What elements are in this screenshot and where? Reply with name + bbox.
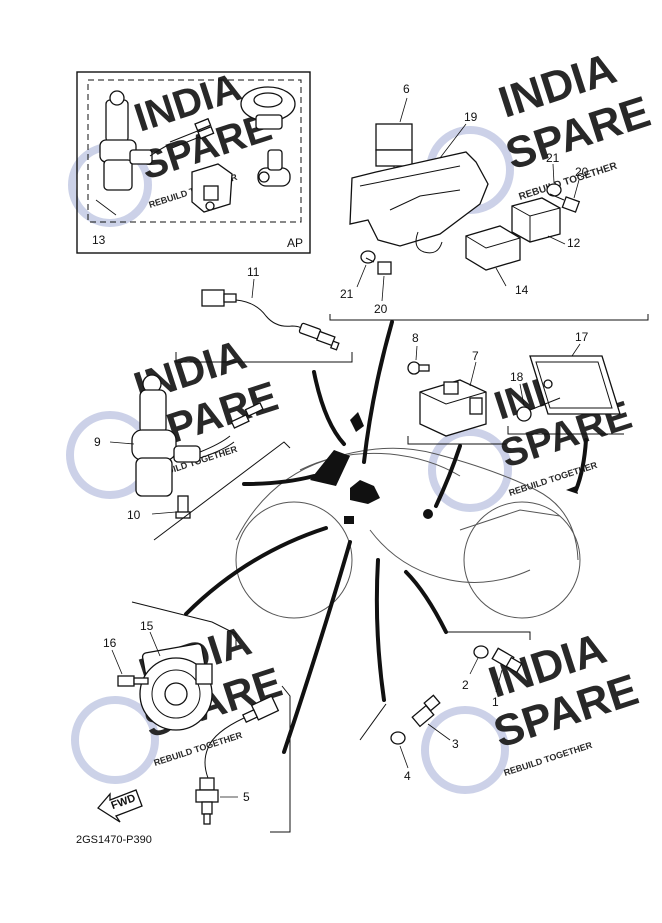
relay-bracket-icon [349,151,489,247]
connector-5-icon [242,695,280,724]
washer-21-lower-icon [360,250,376,264]
switch-sensors-group: 2 1 3 4 [359,631,531,783]
main-switch-group: 9 10 [94,374,291,541]
starter-relay-group: 8 7 [407,331,506,445]
callout-6: 6 [403,82,410,96]
callout-12: 12 [567,236,581,250]
relay-14-icon [465,225,521,271]
assembly-leader-lines [184,320,588,754]
gasket-2-icon [473,645,489,659]
screw-8-icon [407,361,430,375]
inset-ignition-kit-box: 13 AP [76,71,311,254]
callout-10: 10 [127,508,141,522]
callout-20-lower: 20 [374,302,388,316]
bolt-20-upper-icon [549,193,581,213]
main-switch-assembly-icon [99,90,215,191]
nut-18-icon [516,406,532,422]
switch-1-icon [491,647,523,674]
horn-group: 16 15 [103,601,237,731]
callout-7: 7 [472,349,479,363]
callout-21-upper: 21 [546,151,560,165]
relay-bracket-group: 6 19 21 20 12 14 21 20 [329,82,649,321]
washer-21-upper-icon [546,183,562,197]
seat-lock-bracket-icon [191,163,233,213]
sensor-probe-5-icon [195,777,219,825]
sensor-11-group: 11 [175,265,353,363]
callout-3: 3 [452,737,459,751]
main-switch-9-icon [131,374,264,497]
figure-code: 2GS1470-P390 [76,834,152,846]
reflector-17-icon [529,355,621,415]
fuel-cap-icon [240,86,296,130]
bolt-20-lower-icon [365,257,392,275]
inset-tag-ap: AP [287,236,303,250]
callout-8: 8 [412,331,419,345]
seat-lock-cylinder-icon [257,149,291,187]
callout-19: 19 [464,110,478,124]
sensor-5-group: 5 [195,685,291,833]
callout-15: 15 [140,619,154,633]
watermark-bottom-right: INDIA SPARE REBUILD TOGETHER [421,624,644,794]
callout-20-upper: 20 [575,165,589,179]
callout-5: 5 [243,790,250,804]
connector-11-icon [201,289,225,307]
callout-1: 1 [492,695,499,709]
callout-13: 13 [92,233,106,247]
callout-18: 18 [510,370,524,384]
horn-15-icon [139,643,213,731]
callout-4: 4 [404,769,411,783]
switch-3-icon [411,694,441,728]
sensor-probe-11-icon [298,322,340,351]
callout-16: 16 [103,636,117,650]
callout-2: 2 [462,678,469,692]
starter-relay-7-icon [419,379,487,437]
bolt-16-icon [117,675,149,687]
callout-21-lower: 21 [340,287,354,301]
callout-9: 9 [94,435,101,449]
fwd-direction-badge: FWD [97,789,143,823]
callout-17: 17 [575,330,589,344]
callout-14: 14 [515,283,529,297]
reflector-group: 17 18 [507,330,624,435]
gasket-4-icon [390,731,406,745]
relay-6-icon [375,123,413,178]
relay-12-icon [511,197,561,243]
callout-11: 11 [247,265,260,279]
